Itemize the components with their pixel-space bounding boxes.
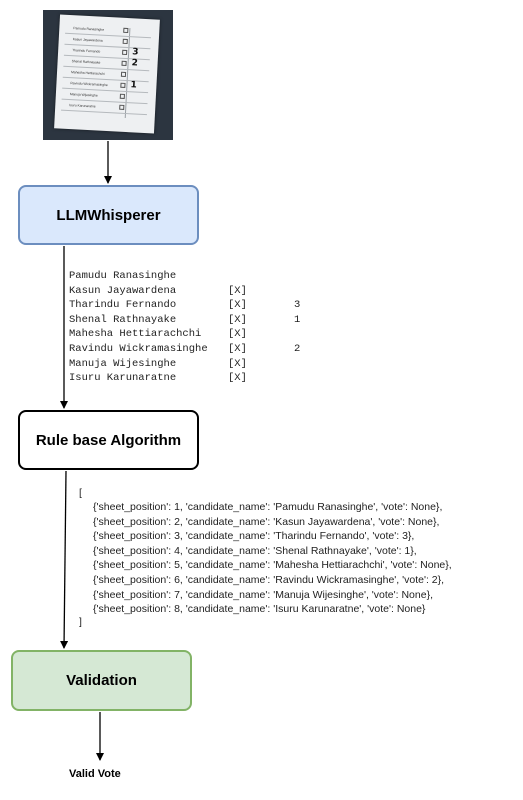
ocr-line: Mahesha Hettiarachchi [X] — [69, 327, 319, 341]
ocr-vote: 3 — [294, 299, 301, 312]
json-open-bracket: [ — [79, 487, 82, 499]
json-record-line: {'sheet_position': 7, 'candidate_name': … — [93, 588, 433, 601]
ocr-line: Kasun Jayawardena [X] — [69, 284, 319, 298]
ocr-candidate-name: Pamudu Ranasinghe — [69, 270, 177, 282]
validation-node: Validation — [11, 650, 192, 711]
ocr-candidate-name: Isuru Karunaratne — [69, 372, 177, 385]
ocr-mark: [X] — [228, 343, 247, 355]
llmwhisperer-label: LLMWhisperer — [56, 206, 161, 224]
valid-vote-label: Valid Vote — [69, 768, 121, 780]
ocr-mark: [X] — [228, 372, 247, 385]
json-record-line: {'sheet_position': 2, 'candidate_name': … — [93, 515, 440, 528]
json-record-line: {'sheet_position': 6, 'candidate_name': … — [93, 574, 445, 586]
ocr-vote: 2 — [294, 343, 301, 355]
json-record-line: {'sheet_position': 4, 'candidate_name': … — [93, 544, 417, 557]
ocr-candidate-name: Kasun Jayawardena — [69, 284, 177, 297]
llmwhisperer-node: LLMWhisperer — [18, 185, 199, 245]
ocr-candidate-name: Mahesha Hettiarachchi — [69, 328, 202, 341]
rule-algorithm-label: Rule base Algorithm — [35, 431, 182, 449]
rule-algorithm-node: Rule base Algorithm — [18, 410, 199, 470]
ocr-mark: [X] — [228, 299, 247, 312]
ocr-line: Tharindu Fernando [X] 3 — [69, 298, 319, 312]
ocr-line: Shenal Rathnayake [X] 1 — [69, 313, 319, 327]
ocr-line: Manuja Wijesinghe [X] — [69, 357, 319, 371]
json-record-line: {'sheet_position': 3, 'candidate_name': … — [93, 530, 415, 543]
ocr-mark: [X] — [228, 328, 247, 341]
json-record-line: {'sheet_position': 8, 'candidate_name': … — [93, 603, 426, 616]
json-record-line: {'sheet_position': 5, 'candidate_name': … — [93, 559, 452, 572]
ocr-candidate-name: Manuja Wijesinghe — [69, 357, 177, 370]
ocr-line: Isuru Karunaratne [X] — [69, 371, 319, 385]
ocr-line: Ravindu Wickramasinghe [X] 2 — [69, 342, 319, 356]
arrow-rule-to-validation — [60, 470, 69, 649]
ocr-mark: [X] — [228, 313, 247, 326]
json-record-line: {'sheet_position': 1, 'candidate_name': … — [93, 501, 443, 513]
ocr-candidate-name: Ravindu Wickramasinghe — [69, 343, 208, 355]
validation-label: Validation — [66, 672, 137, 689]
ocr-candidate-name: Tharindu Fernando — [69, 299, 177, 312]
json-close-bracket: ] — [79, 616, 82, 628]
ocr-line: Pamudu Ranasinghe — [69, 269, 319, 283]
ocr-vote: 1 — [294, 313, 301, 326]
ocr-mark: [X] — [228, 357, 247, 370]
ocr-mark: [X] — [228, 284, 247, 297]
ocr-candidate-name: Shenal Rathnayake — [69, 313, 177, 326]
